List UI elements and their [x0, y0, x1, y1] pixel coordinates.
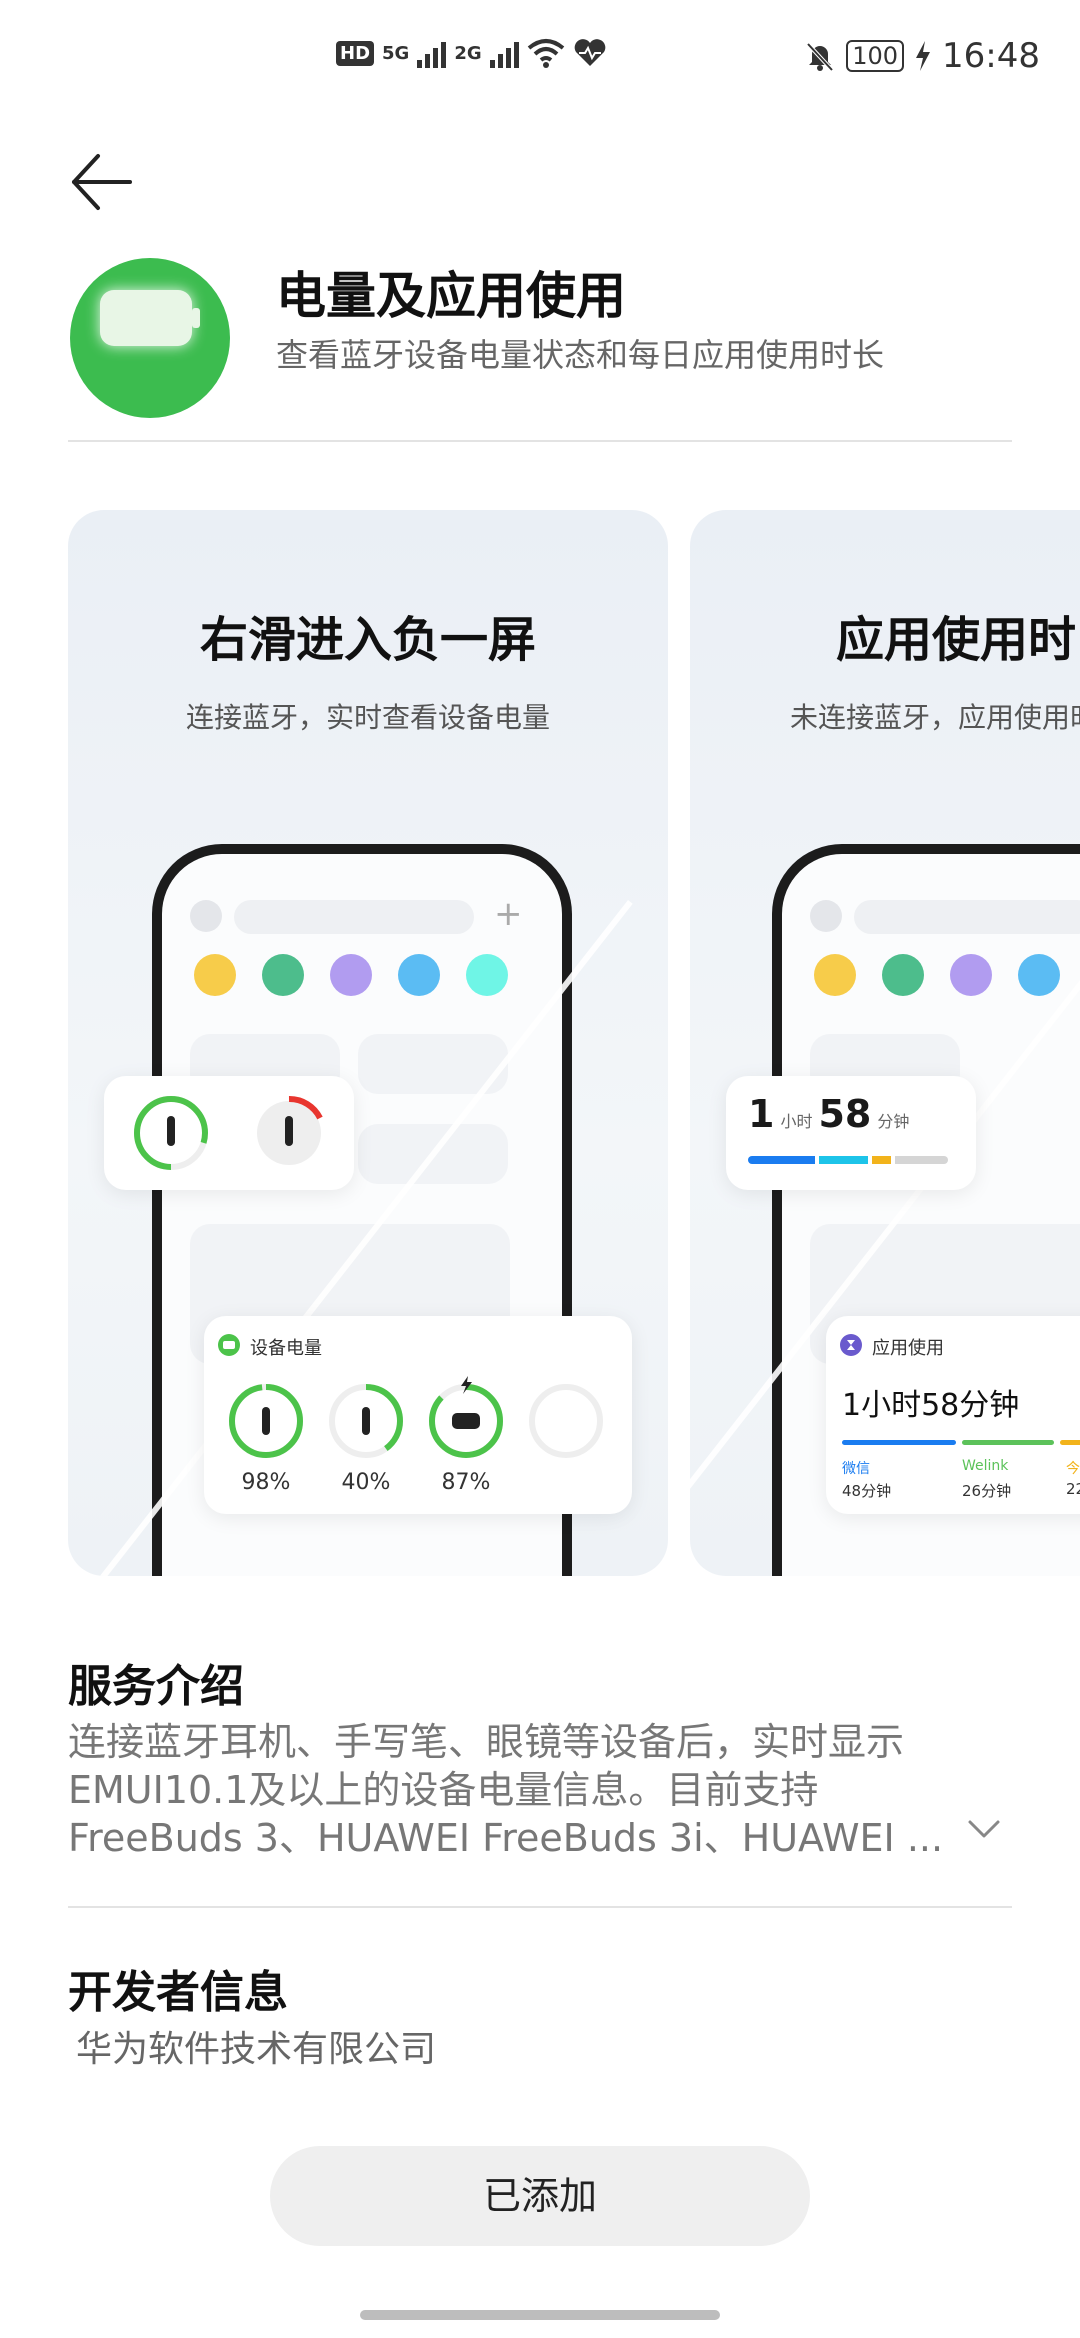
usage-summary-widget: 1 小时 58 分钟: [726, 1076, 976, 1190]
health-heart-icon: [574, 39, 605, 66]
app-usage-bars: [842, 1440, 1080, 1445]
charging-bolt-icon: [916, 41, 931, 71]
preview-card-battery[interactable]: 右滑进入负一屏 连接蓝牙，实时查看设备电量 +: [68, 510, 668, 1576]
usage-bar: [748, 1156, 948, 1164]
app-time: 26分钟: [962, 1482, 1012, 1500]
battery-level: 100: [846, 40, 905, 72]
plus-icon: +: [494, 894, 523, 934]
earbud-icon: [262, 1407, 270, 1435]
page-subtitle: 查看蓝牙设备电量状态和每日应用使用时长: [276, 336, 885, 374]
earbud-icon: [362, 1407, 370, 1435]
signal-icon-2: [489, 38, 519, 68]
wifi-icon: [527, 39, 564, 68]
app-time: 48分钟: [842, 1482, 892, 1500]
hourglass-icon: [840, 1334, 862, 1356]
card-title: 右滑进入负一屏: [199, 612, 536, 668]
app-time: 22: [1066, 1480, 1080, 1498]
network-label-1: 5G: [382, 42, 410, 64]
app-dots: [814, 954, 1060, 996]
status-right: 100 16:48: [804, 36, 1040, 76]
mute-bell-icon: [806, 42, 834, 72]
status-left: HD 5G 2G: [336, 38, 607, 68]
charging-bolt-icon: [461, 1376, 472, 1394]
app-name: Welink: [962, 1458, 1009, 1474]
usage-minutes: 58: [818, 1092, 872, 1136]
chevron-down-icon[interactable]: [966, 1810, 1002, 1846]
battery-ring-fill: [329, 1384, 403, 1458]
battery-icon: [100, 290, 200, 346]
signal-icon: [417, 38, 447, 68]
developer-name: 华为软件技术有限公司: [76, 2029, 437, 2070]
app-usage-widget: 应用使用 1小时58分钟 微信 48分钟 Welink 26分钟 今 22: [826, 1316, 1080, 1514]
card-subtitle: 未连接蓝牙，应用使用时: [790, 701, 1080, 734]
battery-ring-right: [257, 1095, 323, 1165]
avatar: [190, 900, 222, 932]
widget-title: 应用使用: [872, 1338, 944, 1359]
network-label-2: 2G: [454, 42, 482, 64]
divider: [68, 1906, 1012, 1908]
card-subtitle: 连接蓝牙，实时查看设备电量: [185, 701, 550, 734]
device-battery-widget: 设备电量 98% 40% 87%: [204, 1316, 632, 1514]
developer-title: 开发者信息: [68, 1967, 288, 2018]
earbud-widget: [104, 1076, 354, 1190]
card-title: 应用使用时: [836, 612, 1077, 668]
back-arrow-icon[interactable]: [70, 150, 134, 214]
usage-hours: 1: [748, 1092, 775, 1136]
device-rings: [229, 1376, 603, 1458]
battery-widget-icon: [218, 1334, 240, 1356]
clock: 16:48: [942, 36, 1040, 76]
preview-carousel[interactable]: 右滑进入负一屏 连接蓝牙，实时查看设备电量 +: [0, 510, 1080, 1580]
preview-card-app-usage[interactable]: 应用使用时 未连接蓝牙，应用使用时 1 小时 58 分钟: [690, 510, 1080, 1576]
page-title: 电量及应用使用: [276, 267, 626, 325]
added-button[interactable]: 已添加: [270, 2146, 810, 2246]
service-title: 服务介绍: [68, 1661, 244, 1712]
divider: [68, 440, 1012, 442]
app-icon: [70, 258, 230, 418]
app-dots: [194, 954, 508, 996]
device-percent: 40%: [341, 1470, 391, 1495]
usage-minute-unit: 分钟: [877, 1112, 910, 1131]
status-bar: HD 5G 2G 100 16:48: [0, 0, 1080, 120]
usage-hour-unit: 小时: [780, 1112, 813, 1131]
usage-total: 1小时58分钟: [842, 1388, 1020, 1423]
app-name: 微信: [842, 1461, 870, 1477]
device-percent: 98%: [241, 1470, 291, 1495]
app-name: 今: [1066, 1461, 1080, 1477]
hd-badge: HD: [336, 40, 375, 66]
search-bar: [854, 900, 1080, 934]
avatar: [810, 900, 842, 932]
case-icon: [452, 1413, 480, 1429]
widget-title: 设备电量: [250, 1338, 322, 1359]
empty-device-ring: [529, 1384, 603, 1458]
battery-ring-left: [134, 1096, 208, 1170]
search-bar: [234, 900, 474, 934]
service-description: 连接蓝牙耳机、手写笔、眼镜等设备后，实时显示EMUI10.1及以上的设备电量信息…: [68, 1720, 944, 1860]
battery-ring-fill: [229, 1384, 303, 1458]
device-percent: 87%: [441, 1470, 491, 1495]
home-indicator[interactable]: [360, 2310, 720, 2320]
